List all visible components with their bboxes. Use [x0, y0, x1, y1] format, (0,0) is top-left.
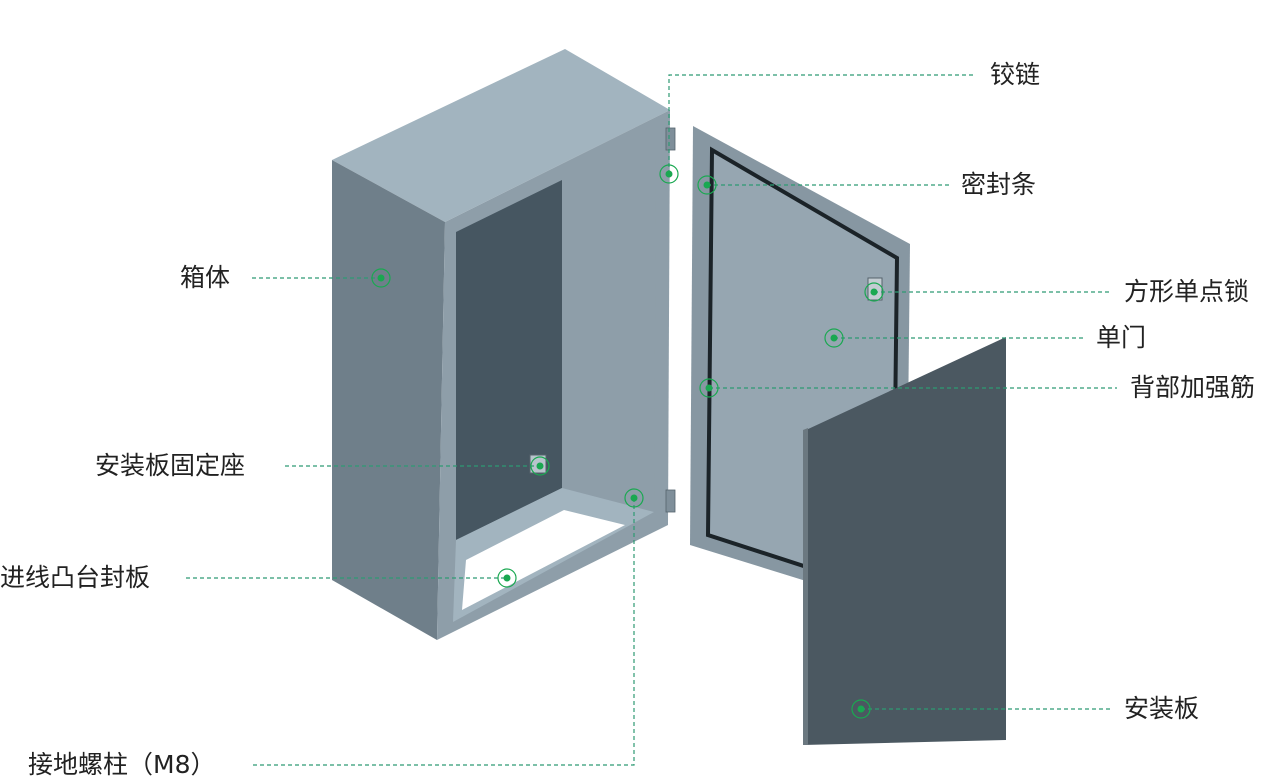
leader-hinge	[668, 74, 975, 174]
marker-back-rib	[699, 378, 719, 398]
box-top-face	[332, 49, 670, 222]
box-left-face	[332, 160, 445, 640]
label-plate-mount: 安装板固定座	[95, 451, 246, 480]
label-back-rib: 背部加强筋	[1130, 373, 1256, 402]
marker-enclosure-body	[371, 268, 391, 288]
label-hinge: 铰链	[990, 60, 1041, 89]
box-hinge-bottom	[665, 489, 676, 513]
marker-plate-mount	[530, 456, 550, 476]
box-inner-right-wall	[562, 133, 656, 512]
label-seal-strip: 密封条	[961, 170, 1037, 199]
label-ground-stud: 接地螺柱（M8）	[28, 750, 216, 779]
box-inner-back	[456, 180, 562, 540]
mounting-plate-face	[803, 337, 1006, 745]
leader-lines	[186, 74, 1117, 766]
cable-entry-cutout	[462, 510, 625, 610]
marker-square-lock	[864, 282, 884, 302]
label-square-lock: 方形单点锁	[1124, 277, 1250, 306]
leader-ground-stud	[252, 498, 635, 766]
marker-gland-plate	[497, 568, 517, 588]
callout-markers	[371, 164, 884, 719]
marker-seal-strip	[697, 175, 717, 195]
marker-hinge	[659, 164, 679, 184]
label-gland-plate: 进线凸台封板	[0, 563, 151, 592]
box-hinge-top	[665, 127, 676, 151]
marker-single-door	[824, 328, 844, 348]
marker-mounting-plate	[851, 699, 871, 719]
label-enclosure-body: 箱体	[180, 263, 231, 292]
mounting-plate-edge	[803, 428, 808, 745]
label-single-door: 单门	[1096, 323, 1147, 352]
marker-ground-stud	[624, 488, 644, 508]
mounting-plate	[803, 337, 1006, 745]
label-mounting-plate: 安装板	[1124, 694, 1200, 723]
enclosure-box	[332, 49, 676, 640]
